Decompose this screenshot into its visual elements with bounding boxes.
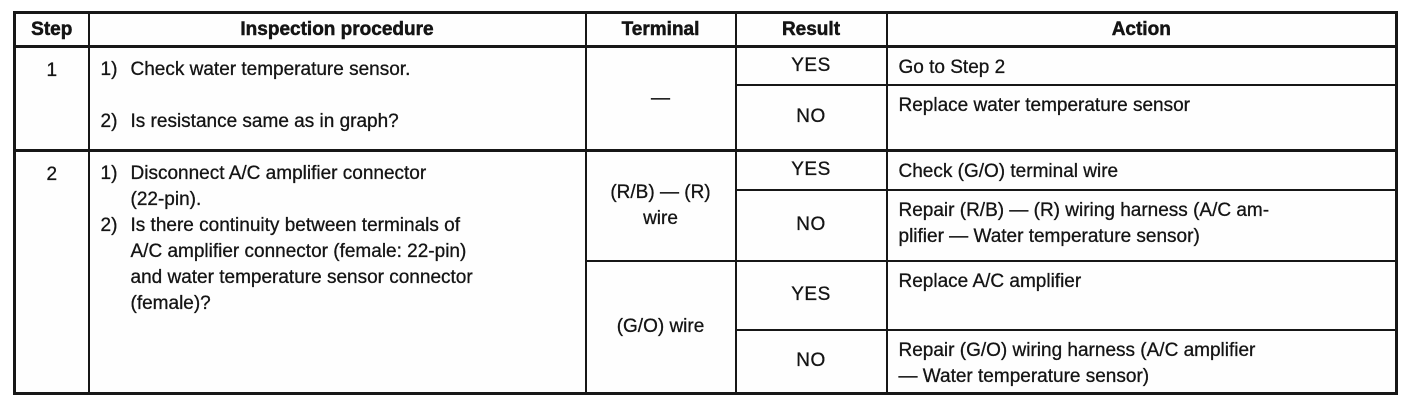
procedure-item-text: Is there continuity between terminals of… [130, 215, 473, 314]
result-cell: YES [734, 45, 888, 86]
table-row: NO Replace water temperature sensor [15, 83, 1398, 152]
header-terminal: Terminal [584, 11, 737, 48]
result-cell: NO [734, 328, 888, 395]
step-number: 1 [13, 45, 90, 152]
action-cell: Repair (R/B) — (R) wiring harness (A/C a… [885, 188, 1398, 262]
terminal-cell: (R/B) — (R) wire [584, 149, 737, 262]
procedure-item-number: 1) [100, 59, 118, 80]
table-row: 2 1) Disconnect A/C amplifier connector … [13, 149, 1398, 395]
table-row: NO Repair (G/O) wiring harness (A/C ampl… [15, 328, 1398, 395]
table-row: 1 1) Check water temperature sensor. 2) … [13, 45, 1398, 152]
procedure-item: 2) Is resistance same as in graph? [100, 109, 577, 135]
procedure-item-text: Disconnect A/C amplifier connector (22-p… [130, 163, 427, 210]
procedure-list: 1) Disconnect A/C amplifier connector (2… [100, 161, 577, 317]
procedure-item: 1) Disconnect A/C amplifier connector (2… [100, 161, 577, 213]
procedure-list: 1) Check water temperature sensor. 2) Is… [100, 57, 577, 135]
result-cell: YES [734, 259, 888, 331]
action-cell: Repair (G/O) wiring harness (A/C amplifi… [885, 328, 1398, 395]
header-action: Action [885, 11, 1398, 48]
terminal-cell: — [584, 45, 737, 152]
header-inspection-procedure: Inspection procedure [87, 11, 587, 48]
result-cell: YES [734, 149, 888, 191]
result-cell: NO [734, 83, 888, 152]
procedure-item-text: Check water temperature sensor. [130, 59, 411, 80]
action-cell: Replace water temperature sensor [885, 83, 1398, 152]
table-row: NO Repair (R/B) — (R) wiring harness (A/… [15, 188, 1398, 262]
action-cell: Replace A/C amplifier [885, 259, 1398, 331]
header-row: Step Inspection procedure Terminal Resul… [13, 11, 1398, 48]
procedure-item-number: 1) [100, 163, 118, 184]
action-cell: Go to Step 2 [885, 45, 1398, 86]
header-step: Step [13, 11, 90, 48]
procedure-cell: 1) Disconnect A/C amplifier connector (2… [87, 149, 587, 395]
procedure-item-text: Is resistance same as in graph? [130, 111, 399, 132]
procedure-item-number: 2) [100, 215, 118, 236]
terminal-cell: (G/O) wire [584, 259, 737, 395]
procedure-item: 1) Check water temperature sensor. [100, 57, 577, 83]
procedure-item-number: 2) [100, 111, 118, 132]
result-cell: NO [734, 188, 888, 262]
procedure-cell: 1) Check water temperature sensor. 2) Is… [87, 45, 587, 152]
inspection-table: Step Inspection procedure Terminal Resul… [13, 11, 1398, 395]
action-cell: Check (G/O) terminal wire [885, 149, 1398, 191]
procedure-item: 2) Is there continuity between terminals… [100, 213, 577, 317]
step-number: 2 [13, 149, 90, 395]
scanned-page: Step Inspection procedure Terminal Resul… [13, 11, 1398, 395]
header-result: Result [734, 11, 888, 48]
table-row: (G/O) wire YES Replace A/C amplifier [15, 259, 1398, 395]
